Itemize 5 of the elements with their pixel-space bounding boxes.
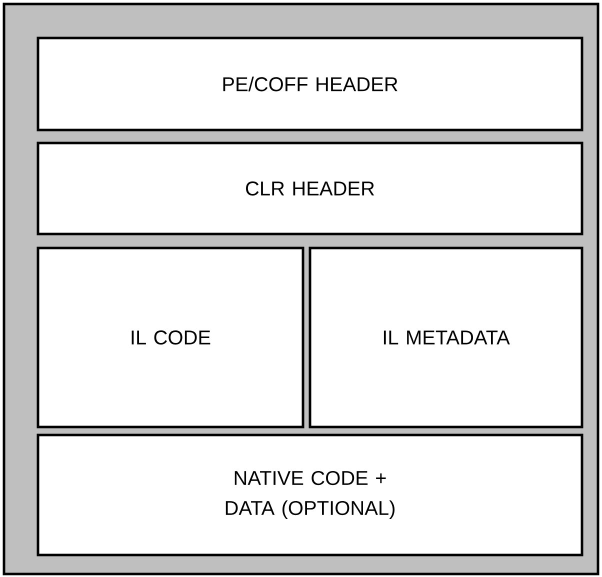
- section-box: IL CODE: [36, 246, 304, 428]
- section-box: IL METADATA: [308, 246, 584, 428]
- section-box: NATIVE CODE + DATA (OPTIONAL): [36, 434, 584, 556]
- section-box: CLR HEADER: [36, 142, 584, 236]
- section-box: PE/COFF HEADER: [36, 36, 584, 132]
